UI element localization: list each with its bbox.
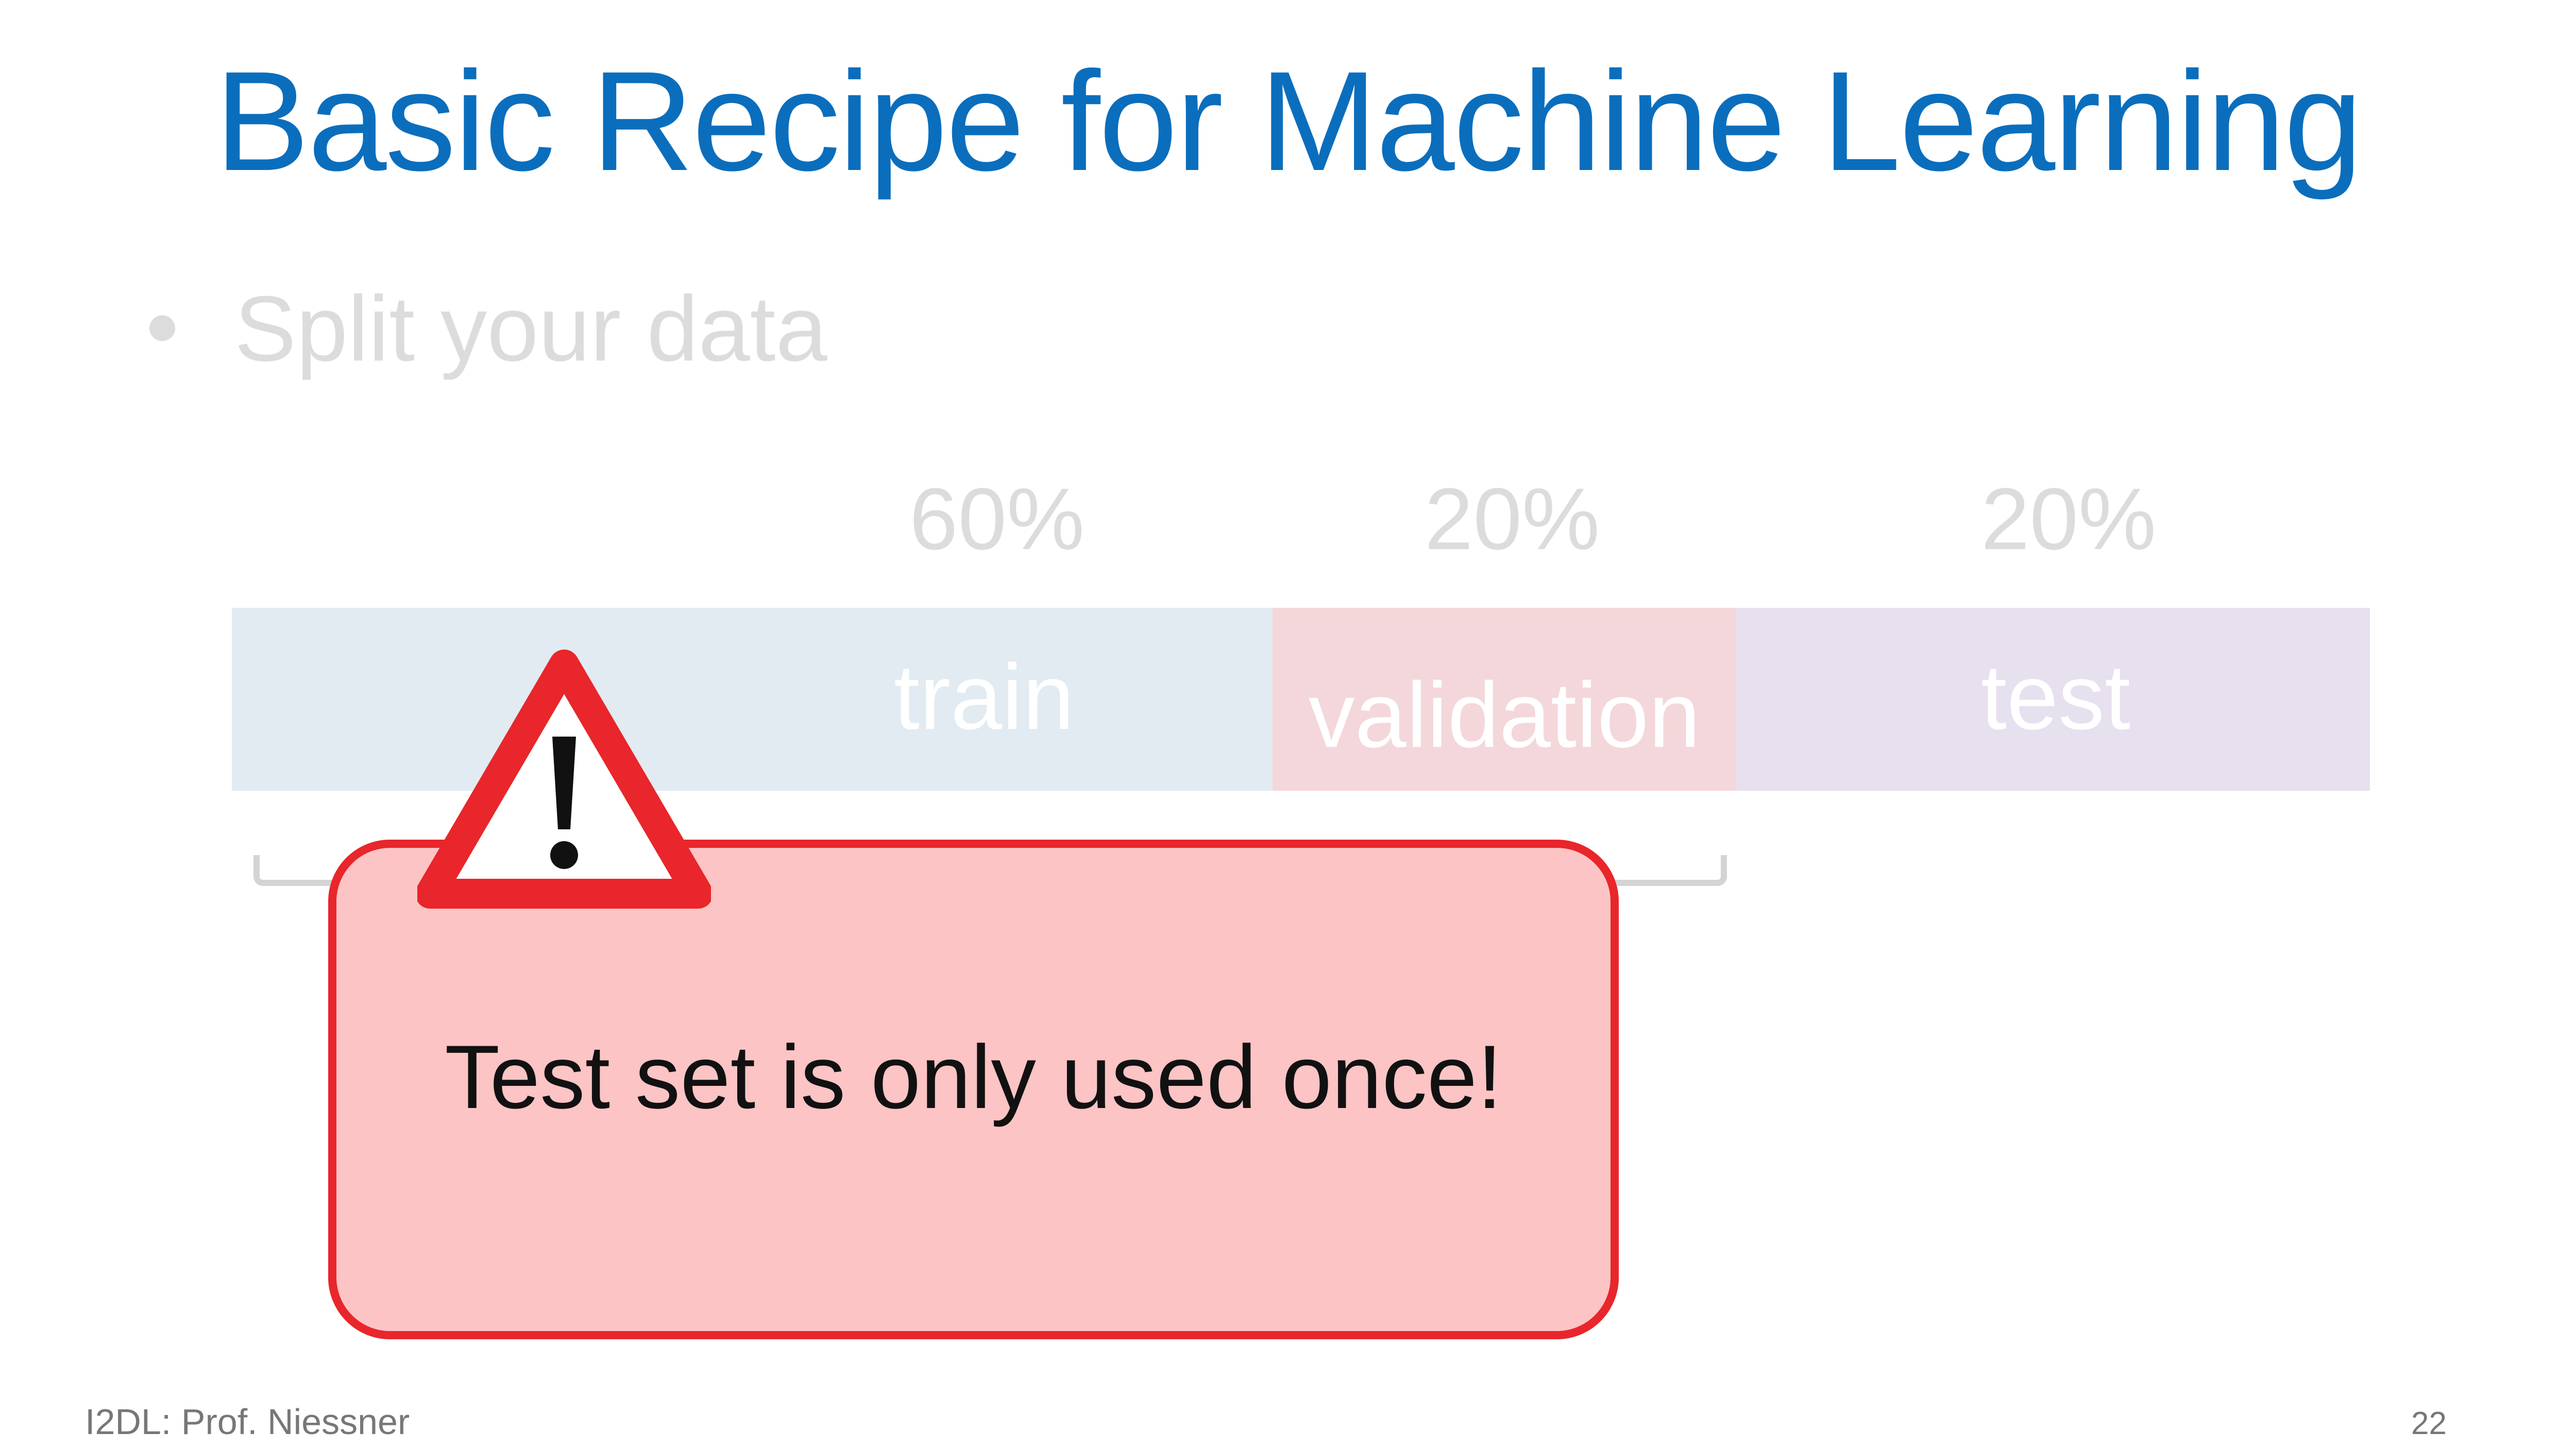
test-percent: 20%	[1980, 470, 2157, 568]
bullet-dot	[149, 315, 175, 342]
slide-title: Basic Recipe for Machine Learning	[215, 42, 2363, 200]
footer-course: I2DL: Prof. Niessner	[85, 1402, 410, 1442]
train-percent: 60%	[909, 470, 1085, 568]
test-segment	[1736, 608, 2370, 791]
validation-label: validation	[1308, 663, 1701, 767]
validation-percent: 20%	[1424, 470, 1600, 568]
test-set-warning-callout: Test set is only used once!	[328, 840, 1619, 1339]
callout-text: Test set is only used once!	[445, 1027, 1502, 1128]
warning-triangle-icon	[417, 650, 711, 909]
page-number: 22	[2411, 1406, 2447, 1441]
validation-segment	[1273, 608, 1736, 791]
bullet-split-data: Split your data	[149, 278, 827, 380]
train-segment	[232, 608, 1273, 791]
bullet-text: Split your data	[234, 277, 827, 381]
test-label: test	[1980, 645, 2131, 749]
train-label: train	[893, 645, 1075, 749]
